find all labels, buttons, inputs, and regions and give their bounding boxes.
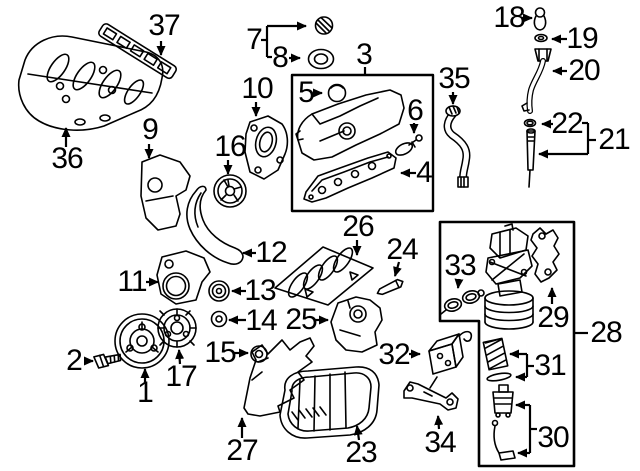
callout-29[interactable]: 29 bbox=[537, 301, 569, 334]
cap-seal-drawing bbox=[327, 83, 347, 103]
upper-timing-cover-drawing bbox=[140, 154, 191, 231]
oil-level-sensor-drawing bbox=[491, 384, 516, 461]
callout-20[interactable]: 20 bbox=[568, 54, 600, 87]
seal-rings-drawing bbox=[440, 289, 485, 315]
callout-26[interactable]: 26 bbox=[342, 210, 374, 243]
callout-6[interactable]: 6 bbox=[407, 94, 424, 127]
callout-30[interactable]: 30 bbox=[537, 421, 569, 454]
intake-manifold-drawing bbox=[17, 35, 164, 131]
mount-bracket-drawing bbox=[403, 376, 459, 411]
seal-plate-drawing bbox=[244, 115, 289, 180]
dipstick-handle-drawing bbox=[533, 7, 547, 31]
callout-15[interactable]: 15 bbox=[204, 336, 236, 369]
roller-drawing bbox=[210, 310, 228, 328]
callout-13[interactable]: 13 bbox=[244, 274, 276, 307]
callout-23[interactable]: 23 bbox=[345, 436, 377, 469]
callout-27[interactable]: 27 bbox=[226, 434, 258, 467]
callout-4[interactable]: 4 bbox=[416, 156, 433, 189]
oil-cooler-drawing bbox=[428, 330, 473, 375]
callout-10[interactable]: 10 bbox=[241, 72, 273, 105]
callout-28[interactable]: 28 bbox=[590, 316, 622, 349]
callout-8[interactable]: 8 bbox=[272, 41, 289, 74]
tensioner-pulley-drawing bbox=[213, 174, 247, 208]
intake-manifold-gasket-drawing bbox=[98, 23, 177, 80]
oil-pump-drawing bbox=[330, 296, 383, 353]
dowel-pin-drawing bbox=[376, 278, 404, 296]
callout-32[interactable]: 32 bbox=[378, 338, 410, 371]
callout-1[interactable]: 1 bbox=[137, 376, 154, 409]
callout-24[interactable]: 24 bbox=[386, 233, 418, 266]
callout-18[interactable]: 18 bbox=[493, 1, 525, 34]
crankshaft-pulley-drawing bbox=[114, 313, 170, 369]
leader-lines bbox=[61, 13, 596, 458]
valve-cover-gasket-drawing bbox=[303, 151, 397, 203]
callout-16[interactable]: 16 bbox=[214, 130, 246, 163]
dipstick-lower-tube-drawing bbox=[526, 128, 536, 188]
callout-21[interactable]: 21 bbox=[598, 123, 630, 156]
oil-filter-housing-drawing bbox=[484, 223, 534, 330]
oil-filter-group-box bbox=[438, 220, 576, 468]
callout-9[interactable]: 9 bbox=[142, 113, 159, 146]
head-gasket-drawing bbox=[274, 246, 374, 306]
oil-filter-element-drawing bbox=[482, 337, 512, 382]
callout-25[interactable]: 25 bbox=[285, 303, 317, 336]
callout-37[interactable]: 37 bbox=[148, 9, 180, 42]
callout-7[interactable]: 7 bbox=[246, 23, 263, 56]
breather-valve-drawing bbox=[394, 134, 423, 156]
callout-5[interactable]: 5 bbox=[298, 76, 315, 109]
valve-cover-group-box bbox=[290, 73, 435, 213]
lower-timing-cover-drawing bbox=[156, 250, 211, 305]
oil-pan-drawing bbox=[279, 366, 380, 439]
callout-33[interactable]: 33 bbox=[444, 249, 476, 282]
callout-3[interactable]: 3 bbox=[356, 38, 373, 71]
callout-34[interactable]: 34 bbox=[424, 426, 456, 459]
filler-cap-seal-drawing bbox=[307, 48, 335, 70]
callout-36[interactable]: 36 bbox=[51, 142, 83, 175]
dipstick-clip-drawing bbox=[534, 33, 548, 43]
idler-pulley-drawing bbox=[208, 280, 230, 302]
oil-baffle-drawing bbox=[243, 337, 315, 417]
callout-22[interactable]: 22 bbox=[551, 107, 583, 140]
dipstick-oring-drawing bbox=[523, 118, 537, 128]
breather-hose-drawing bbox=[443, 105, 471, 188]
callout-11[interactable]: 11 bbox=[117, 265, 147, 298]
oil-filler-cap-drawing bbox=[314, 16, 334, 35]
callout-19[interactable]: 19 bbox=[566, 22, 598, 55]
callout-2[interactable]: 2 bbox=[66, 344, 83, 377]
dipstick-upper-tube-drawing bbox=[521, 48, 552, 114]
callout-12[interactable]: 12 bbox=[255, 236, 287, 269]
callout-17[interactable]: 17 bbox=[165, 360, 197, 393]
callout-35[interactable]: 35 bbox=[438, 62, 470, 95]
callout-14[interactable]: 14 bbox=[245, 304, 277, 337]
callout-31[interactable]: 31 bbox=[534, 349, 566, 382]
water-pump-drawing bbox=[157, 308, 197, 348]
housing-gasket-drawing bbox=[530, 227, 560, 283]
valve-cover-drawing bbox=[295, 89, 405, 161]
crankshaft-bolt-drawing bbox=[93, 353, 122, 369]
timing-belt-drawing bbox=[186, 185, 244, 265]
